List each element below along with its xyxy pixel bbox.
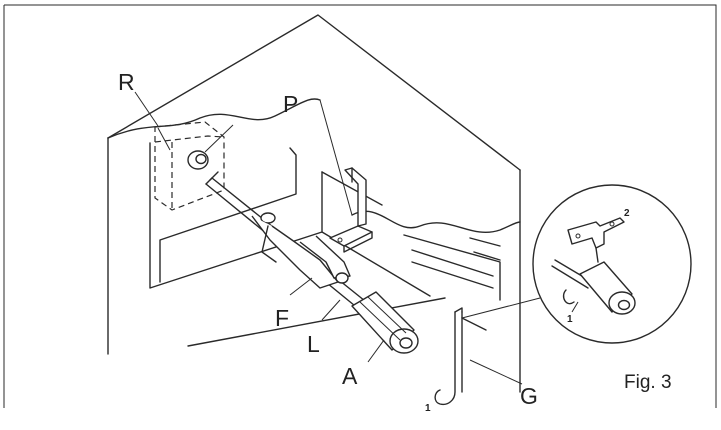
label-a: A	[342, 363, 358, 389]
detail-inset	[532, 184, 692, 344]
label-f: F	[275, 305, 289, 331]
screwdriver-handle	[351, 291, 419, 354]
part-g-hook	[434, 307, 487, 406]
label-g: G	[520, 383, 538, 409]
appliance-body	[107, 14, 521, 393]
label-leaders	[134, 91, 523, 385]
label-r: R	[118, 69, 135, 95]
screwdriver-tool	[205, 171, 419, 354]
inset-leader	[461, 297, 541, 319]
floor-bracket	[329, 167, 373, 253]
part-p-screw	[187, 124, 234, 170]
figure-caption: Fig. 3	[624, 372, 672, 393]
label-2-inset: 2	[624, 208, 630, 219]
label-p: P	[283, 91, 298, 117]
label-1-main: 1	[425, 403, 431, 414]
label-l: L	[307, 331, 320, 357]
label-1-inset: 1	[567, 314, 573, 325]
figure-frame	[4, 4, 717, 408]
component-r-dashed	[154, 121, 225, 211]
